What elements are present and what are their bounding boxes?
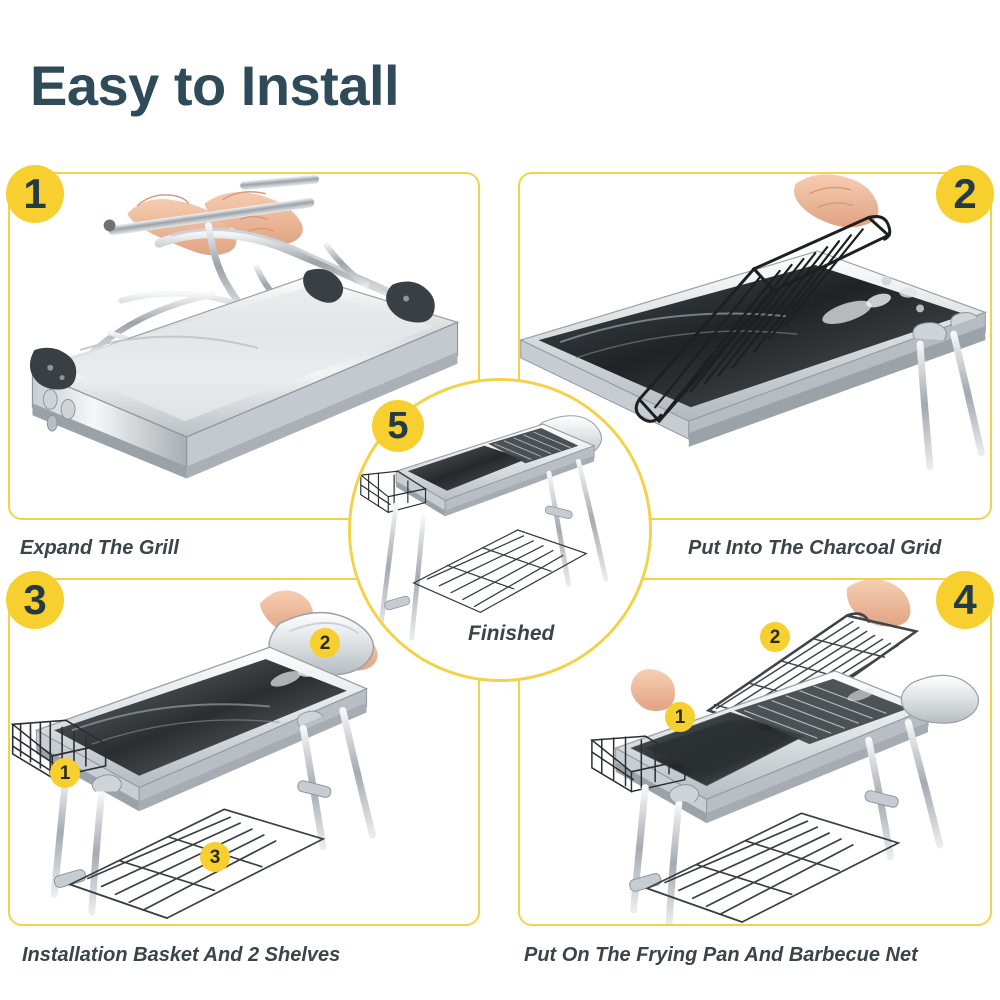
step-caption-4: Put On The Frying Pan And Barbecue Net [524,944,918,966]
step-badge-1: 1 [6,165,64,223]
marker-side-basket: 1 [50,758,80,788]
step-caption-2: Put Into The Charcoal Grid [688,537,942,559]
side-basket-graphic [589,735,687,793]
step-badge-3: 3 [6,571,64,629]
lower-shelf-graphic [67,808,326,919]
step-panel-1 [8,172,480,520]
step-caption-1: Expand The Grill [20,537,179,559]
marker-frying-pan: 1 [665,702,695,732]
step-caption-3: Installation Basket And 2 Shelves [22,944,341,966]
step-badge-5: 5 [372,400,424,452]
step-caption-5: Finished [468,622,555,645]
lower-shelf-graphic [645,812,901,923]
hand-graphic [793,174,879,228]
marker-lower-shelf: 3 [200,842,230,872]
step-badge-4: 4 [936,571,994,629]
grill-body-graphic [29,268,460,479]
step-badge-2: 2 [936,165,994,223]
page-title: Easy to Install [30,54,400,117]
finished-grill-graphic [359,415,609,641]
side-basket-graphic [10,719,108,780]
step-1-photo [10,174,478,518]
charcoal-grid-graphic [634,215,892,424]
legs-graphic [629,718,944,924]
marker-barbecue-net: 2 [760,622,790,652]
marker-side-shelf: 2 [310,628,340,658]
